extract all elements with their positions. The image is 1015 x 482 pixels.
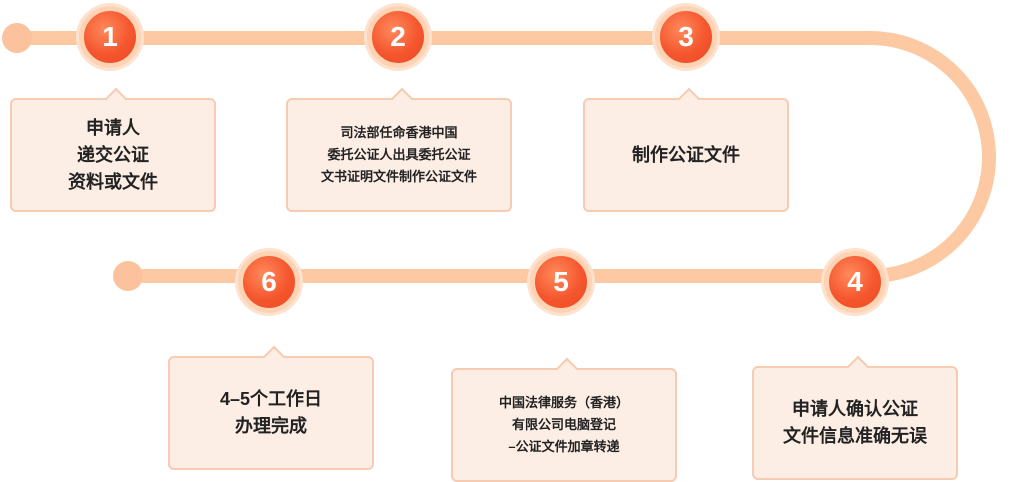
step-5-line-3: –公证文件加章转递: [508, 439, 620, 454]
step-3-box: 制作公证文件: [583, 87, 789, 212]
step-1-number: 1: [102, 21, 118, 52]
step-2-circle: 2: [367, 6, 429, 68]
step-3-line-1: 制作公证文件: [632, 144, 740, 165]
step-5-line-1: 中国法律服务（香港）: [498, 395, 629, 410]
step-3-number: 3: [678, 21, 694, 52]
track-end-dot: [113, 261, 143, 291]
track-path: [10, 31, 996, 283]
step-1-circle: 1: [79, 6, 141, 68]
step-2-box: 司法部任命香港中国 委托公证人出具委托公证 文书证明文件制作公证文件: [286, 87, 512, 212]
step-6-number: 6: [261, 266, 277, 297]
step-5-number: 5: [553, 266, 569, 297]
step-5-circle: 5: [530, 251, 592, 313]
step-1-line-2: 递交公证: [77, 144, 149, 165]
step-4-line-2: 文件信息准确无误: [783, 426, 927, 446]
step-4-line-1: 申请人确认公证: [792, 399, 918, 419]
step-4-circle: 4: [824, 251, 886, 313]
step-5-box: 中国法律服务（香港） 有限公司电脑登记 –公证文件加章转递: [451, 357, 677, 482]
step-2-line-1: 司法部任命香港中国: [340, 125, 458, 140]
step-3-circle: 3: [655, 6, 717, 68]
track-start-dot: [2, 23, 32, 53]
step-2-line-3: 文书证明文件制作公证文件: [320, 169, 477, 184]
step-6-line-2: 办理完成: [234, 416, 307, 436]
step-6-line-1: 4–5个工作日: [219, 389, 323, 409]
step-6-circle: 6: [238, 251, 300, 313]
step-1-box: 申请人 递交公证 资料或文件: [10, 87, 216, 212]
step-4-box: 申请人确认公证 文件信息准确无误: [752, 355, 958, 480]
step-1-line-3: 资料或文件: [68, 171, 158, 192]
step-4-number: 4: [847, 266, 863, 297]
step-1-line-1: 申请人: [86, 117, 140, 138]
step-2-number: 2: [390, 21, 406, 52]
step-5-line-2: 有限公司电脑登记: [511, 417, 616, 432]
step-6-box: 4–5个工作日 办理完成: [168, 345, 374, 470]
step-2-line-2: 委托公证人出具委托公证: [327, 147, 471, 162]
